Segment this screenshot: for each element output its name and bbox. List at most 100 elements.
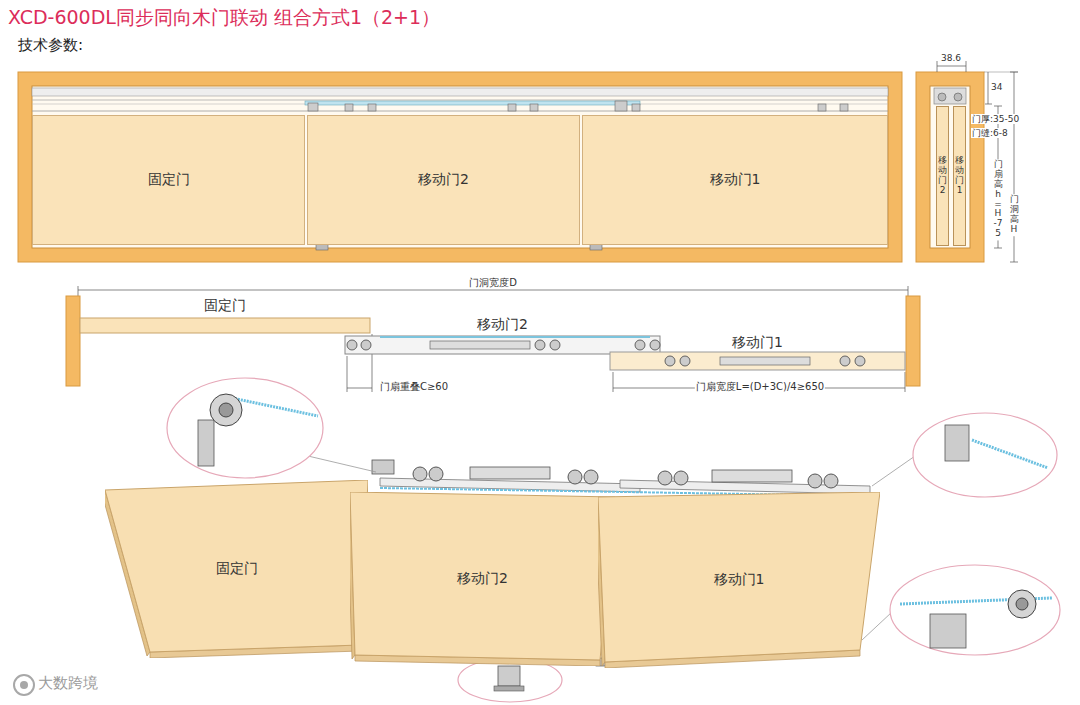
top-track-part <box>632 104 640 111</box>
dimension-lines-part <box>988 72 989 104</box>
door-side-section: 移动门2 <box>936 106 949 246</box>
door-panel: 移动门2 <box>307 115 580 245</box>
door-opening-frame-part <box>18 72 902 262</box>
plan-view-part <box>906 296 920 386</box>
detail-callouts-part <box>219 403 233 417</box>
track-hardware-3d-part <box>712 470 792 482</box>
door-label: 固定门 <box>216 560 258 578</box>
dimension-lines-part <box>994 106 1002 107</box>
plan-view <box>66 296 920 386</box>
plan-view-part <box>66 296 80 386</box>
dimension-lines-part <box>78 290 908 291</box>
side-view-frame-part <box>938 93 946 101</box>
door-opening-frame <box>18 72 902 262</box>
dimension-lines-part <box>984 72 1018 73</box>
side-view-frame <box>916 72 984 262</box>
side-view-frame-part <box>954 93 962 101</box>
door-3d-panel: 固定门 <box>105 480 368 658</box>
door-side-section: 移动门1 <box>953 106 966 246</box>
detail-callouts-part <box>210 394 242 426</box>
track-hardware-3d-part <box>674 471 688 485</box>
plan-view-part <box>650 340 660 350</box>
door-opening-frame-part <box>32 86 888 248</box>
door-label: 固定门 <box>204 297 246 315</box>
detail-callouts-part <box>945 425 969 461</box>
dimension-lines-part <box>966 61 967 72</box>
track-hardware-3d-part <box>470 467 550 479</box>
plan-view-part <box>665 356 675 366</box>
top-track-part <box>308 103 318 111</box>
top-track-part <box>818 104 826 111</box>
plan-view-part <box>345 336 660 354</box>
watermark-logo <box>14 675 34 695</box>
door-label: 移动门1 <box>955 156 964 196</box>
door-plan: 移动门1 <box>610 334 905 370</box>
detail-callouts-part <box>1016 598 1028 610</box>
plan-view-part <box>840 356 850 366</box>
plan-view-part <box>855 356 865 366</box>
dimension-lines-part <box>347 356 348 392</box>
top-track <box>32 88 888 250</box>
plan-view-part <box>380 336 650 338</box>
dimension-label: 门洞高H <box>1010 194 1019 236</box>
top-track-part <box>32 100 888 101</box>
dimension-lines-part <box>905 372 906 392</box>
detail-callouts-part <box>930 614 966 648</box>
door-face <box>105 480 368 652</box>
detail-callouts-part <box>232 398 318 416</box>
detail-callouts-part <box>308 456 376 472</box>
plan-view-part <box>361 340 371 350</box>
top-track-part <box>345 104 353 111</box>
door-label: 固定门 <box>148 171 190 189</box>
door-label: 移动门1 <box>710 171 761 189</box>
track-hardware-3d-part <box>413 467 427 481</box>
top-track-part <box>32 111 888 112</box>
dimension-label: 34 <box>991 82 1002 92</box>
section-heading: 技术参数: <box>18 37 83 54</box>
door-3d-panel: 移动门2 <box>350 492 615 666</box>
plan-view-part <box>347 340 357 350</box>
dimension-label: 门扇重叠C≥60 <box>380 381 448 393</box>
top-track-part <box>840 104 848 111</box>
door-panel: 移动门1 <box>582 115 888 245</box>
top-track-part <box>508 104 516 111</box>
dimension-label: 门扇高h=H-75 <box>994 159 1003 240</box>
dimension-lines-part <box>613 372 614 392</box>
detail-callouts-part <box>494 686 524 691</box>
detail-callouts-part <box>1008 590 1036 618</box>
detail-callouts-part <box>913 413 1057 497</box>
door-face <box>598 492 880 662</box>
door-label: 移动门2 <box>418 171 469 189</box>
dimension-label: 38.6 <box>941 53 961 63</box>
detail-callouts-part <box>167 378 323 478</box>
dimension-lines-part <box>78 286 79 296</box>
plan-view-part <box>720 357 810 365</box>
door-label: 移动门1 <box>714 571 765 589</box>
top-track-part <box>32 88 888 96</box>
plan-view-part <box>535 340 545 350</box>
watermark: 大数跨境 <box>38 675 98 692</box>
door-plan: 移动门2 <box>345 316 660 354</box>
door-plan: 固定门 <box>80 297 370 333</box>
track-hardware-3d-part <box>808 474 822 488</box>
track-hardware-3d-part <box>658 471 672 485</box>
dimension-lines-part <box>937 61 938 72</box>
watermark-logo-part <box>14 675 34 695</box>
dimension-lines-part <box>937 66 966 67</box>
door-label: 移动门1 <box>732 334 783 352</box>
door-panel: 固定门 <box>32 115 305 245</box>
title: XCD-600DL同步同向木门联动 组合方式1（2+1） <box>8 7 440 29</box>
top-track-part <box>305 101 640 105</box>
top-track-part <box>615 101 627 111</box>
track-hardware-3d-part <box>568 470 582 484</box>
dimension-label: 门洞宽度D <box>468 277 518 289</box>
detail-callouts-part <box>890 565 1060 655</box>
door-label: 移动门2 <box>457 570 508 588</box>
side-view-frame-part <box>930 86 970 248</box>
dimension-lines-part <box>1010 262 1018 263</box>
door-label: 移动门2 <box>938 156 947 196</box>
side-view-frame-part <box>916 72 984 262</box>
detail-callouts-part <box>872 456 915 486</box>
detail-callouts-part <box>198 420 214 466</box>
dimension-lines-part <box>908 286 909 296</box>
